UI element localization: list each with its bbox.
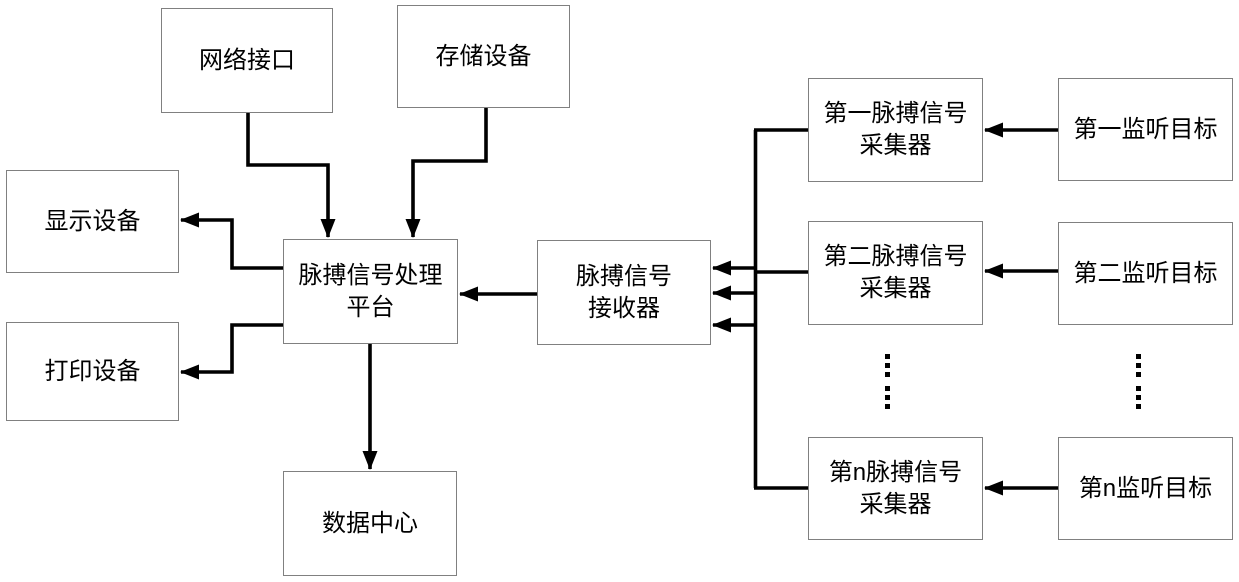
node-label: 打印设备 <box>44 357 141 385</box>
node-label: 第一监听目标 <box>1073 115 1218 143</box>
node-label: 网络接口 <box>199 46 295 74</box>
node-data-center: 数据中心 <box>283 471 457 576</box>
node-label: 显示设备 <box>44 207 141 235</box>
node-display-device: 显示设备 <box>6 170 179 273</box>
node-network-interface: 网络接口 <box>161 8 333 113</box>
node-storage-device: 存储设备 <box>397 5 570 108</box>
arrow-network-to-platform <box>246 113 336 238</box>
arrow-platform-to-display <box>180 212 283 270</box>
node-label: 第n脉搏信号 采集器 <box>828 458 963 518</box>
node-collector-2: 第二脉搏信号 采集器 <box>808 221 983 325</box>
node-pulse-signal-processing-platform: 脉搏信号处理 平台 <box>283 239 458 344</box>
node-pulse-signal-receiver: 脉搏信号 接收器 <box>537 240 711 345</box>
arrow-platform-to-print <box>180 323 283 380</box>
node-label: 数据中心 <box>322 509 418 537</box>
node-print-device: 打印设备 <box>6 322 179 421</box>
node-label: 存储设备 <box>435 42 532 70</box>
node-label: 第n监听目标 <box>1078 474 1213 502</box>
node-target-n: 第n监听目标 <box>1058 437 1233 540</box>
node-target-2: 第二监听目标 <box>1058 222 1233 325</box>
arrow-storage-to-platform <box>405 108 488 238</box>
node-label: 第二监听目标 <box>1073 259 1218 287</box>
node-target-1: 第一监听目标 <box>1058 78 1233 181</box>
node-label: 第二脉搏信号 采集器 <box>823 243 968 302</box>
node-label: 第一脉搏信号 采集器 <box>823 100 968 159</box>
node-collector-1: 第一脉搏信号 采集器 <box>808 78 983 182</box>
vertical-ellipsis-icon <box>885 354 890 409</box>
node-collector-n: 第n脉搏信号 采集器 <box>808 437 983 540</box>
vertical-ellipsis-icon <box>1136 354 1141 409</box>
node-label: 脉搏信号处理 平台 <box>298 261 443 321</box>
node-label: 脉搏信号 接收器 <box>576 262 672 322</box>
